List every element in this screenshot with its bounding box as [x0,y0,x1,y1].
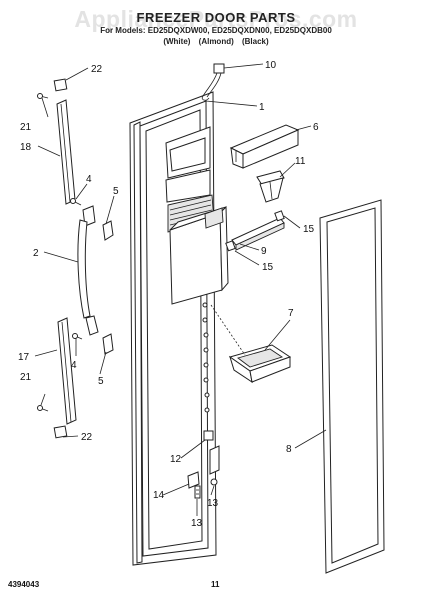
upper-door-trim [56,99,76,205]
callout-22-lower: 22 [81,432,93,443]
callout-6: 6 [313,122,319,133]
callout-5-lower: 5 [98,376,104,387]
wire-harness [201,63,225,101]
callout-15-lower: 15 [262,262,274,273]
hinge-pin-bracket [209,445,220,475]
lower-door-trim [57,317,77,425]
callout-21-lower: 21 [20,372,32,383]
callout-11: 11 [295,156,306,167]
callout-12: 12 [170,454,182,465]
trim-strip [231,217,285,251]
page-title: FREEZER DOOR PARTS [136,10,296,25]
callout-7: 7 [288,308,294,319]
model-list: For Models: ED25DQXDW00, ED25DQXDN00, ED… [100,26,332,35]
callout-15-upper: 15 [303,224,315,235]
ice-chute [256,170,285,203]
leader-lines [34,63,327,516]
callout-18: 18 [20,142,32,153]
door-gasket [319,199,385,574]
upper-end-cap [53,78,68,92]
ice-chute-housing [169,205,229,305]
callout-9: 9 [261,246,267,257]
drip-tray [228,344,292,384]
lower-handle-screw [72,333,83,340]
callout-4-lower: 4 [71,360,77,371]
callout-13-lower: 13 [191,518,203,529]
upper-bracket [82,205,96,227]
lower-screw [37,405,49,412]
color-legend: (White) (Almond) (Black) [163,37,269,46]
lower-end-cap [53,425,68,439]
callout-14: 14 [153,490,165,501]
callout-1: 1 [259,102,265,113]
callout-22-upper: 22 [91,64,103,75]
upper-handle-screw [70,198,82,206]
document-part-number: 4394043 [8,580,40,589]
watermark: AppliancePartsPros.com [74,6,358,32]
hinge-pin [194,485,201,499]
callout-21-upper: 21 [20,122,32,133]
upper-cover [102,220,114,241]
hinge-pin-washer [210,478,218,486]
trim-clip-lower [225,240,236,252]
callout-17: 17 [18,352,30,363]
freezer-door-panel [129,91,217,566]
upper-screw [37,93,49,99]
callout-8: 8 [286,444,292,455]
door-handle [77,219,99,336]
callout-4-upper: 4 [86,174,92,185]
hinge-bushing [203,430,214,441]
lower-cover [102,333,114,355]
door-shelf [229,124,300,169]
callout-13-upper: 13 [207,498,219,509]
callout-2: 2 [33,248,39,259]
page-number: 11 [211,580,220,589]
callout-10: 10 [265,60,277,71]
trim-clip-upper [274,210,285,222]
callout-5-upper: 5 [113,186,119,197]
